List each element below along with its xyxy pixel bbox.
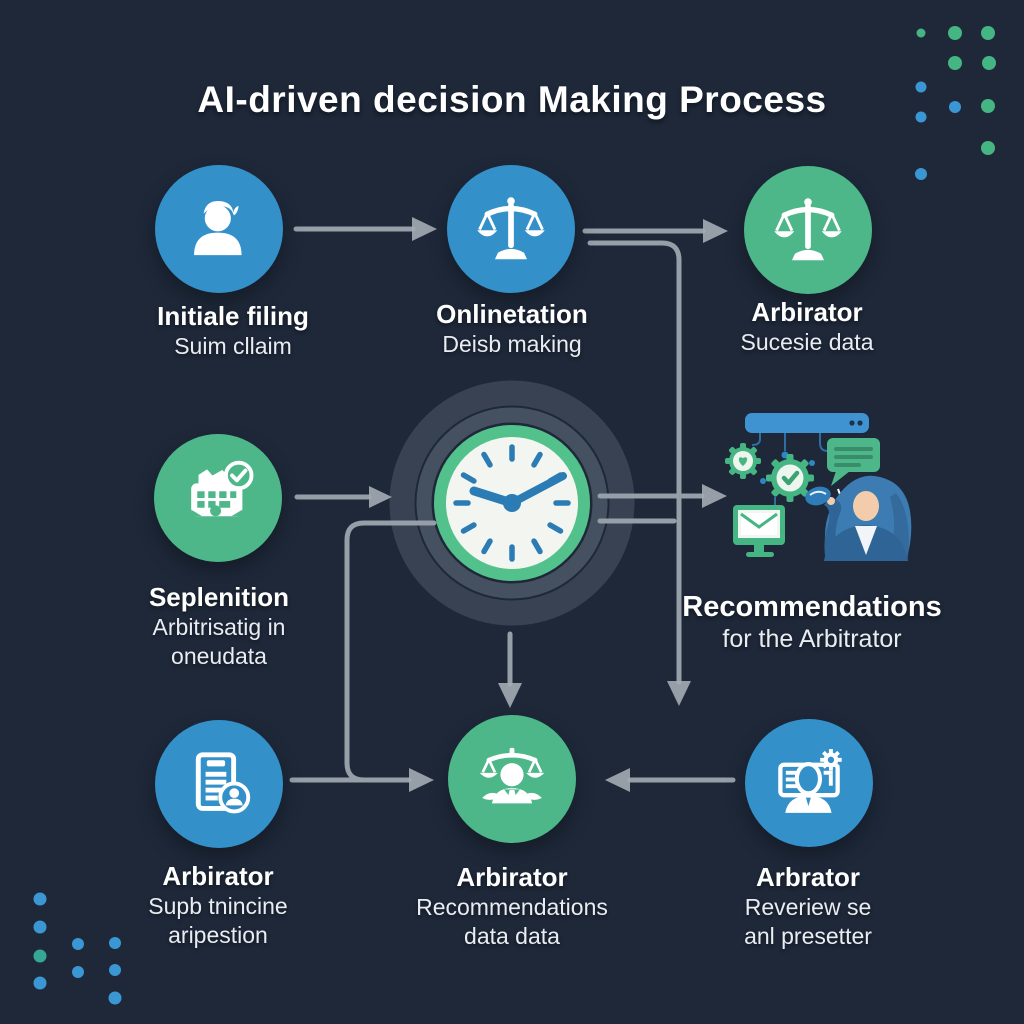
step-title: Onlinetation (436, 299, 588, 329)
step-subtitle: Sucesie data (740, 329, 874, 355)
step-subtitle: anl presetter (744, 923, 872, 949)
step-circle-arbirator-center (448, 715, 576, 843)
step-subtitle: oneudata (171, 643, 267, 669)
step-circle-initial-filing (155, 165, 283, 293)
step-subtitle: for the Arbitrator (722, 625, 902, 653)
label-recommendations: Recommendations for the Arbitrator (642, 590, 982, 654)
step-title: Recommendations (682, 591, 942, 623)
step-subtitle: Supb tnincine (148, 893, 288, 919)
step-title: Arbirator (751, 297, 863, 327)
label-arbirator-review: Arbrator Reveriew se anl presetter (638, 861, 978, 951)
label-seplenition: Seplenition Arbitrisatig in oneudata (49, 581, 389, 671)
calendar-check-icon (191, 460, 254, 517)
step-subtitle: aripestion (168, 922, 268, 948)
person-scales-icon (479, 747, 545, 804)
clock-icon (362, 353, 662, 658)
label-initial-filing: Initiale filing Suim cllaim (63, 300, 403, 361)
step-circle-seplenition (154, 434, 282, 562)
label-arbirator-top: Arbirator Sucesie data (637, 296, 977, 357)
step-title: Seplenition (148, 582, 290, 612)
step-subtitle: Reveriew se (744, 894, 872, 920)
page-title: AI-driven decision Making Process (197, 79, 827, 120)
step-title: Initiale filing (157, 301, 309, 331)
step-title: Arbirator (456, 862, 568, 892)
scales-icon (477, 197, 545, 260)
step-subtitle: Arbitrisatig in (152, 614, 286, 640)
step-circle-onlinetation (447, 165, 575, 293)
step-title: Arbrator (755, 862, 860, 892)
advisor-figure (805, 475, 912, 561)
decorative-dots-bottom-left (33, 892, 122, 1005)
decorative-dots-top-right (915, 26, 996, 180)
step-subtitle: data data (464, 923, 560, 949)
label-arbirator-center: Arbirator Recommendations data data (342, 861, 682, 951)
step-title: Arbirator (162, 861, 274, 891)
monitor-mail-icon (733, 505, 785, 557)
step-subtitle: Recommendations (416, 894, 608, 920)
label-arbirator-documents: Arbirator Supb tnincine aripestion (48, 860, 388, 950)
document-user-icon (195, 752, 251, 814)
recommendations-illustration (700, 393, 915, 593)
chat-bubble-icon (827, 438, 880, 486)
step-circle-arbirator-review (745, 719, 873, 847)
browser-window-icon (745, 413, 869, 433)
scales-icon (774, 198, 842, 261)
person-gear-icon (778, 749, 842, 813)
step-circle-arbirator-top (744, 166, 872, 294)
step-circle-arbirator-documents (155, 720, 283, 848)
gear-check-icon (766, 454, 814, 502)
label-onlinetation: Onlinetation Deisb making (342, 298, 682, 359)
person-icon (194, 200, 242, 256)
step-subtitle: Deisb making (442, 331, 582, 357)
gear-heart-icon (725, 443, 761, 479)
step-subtitle: Suim cllaim (174, 333, 292, 359)
